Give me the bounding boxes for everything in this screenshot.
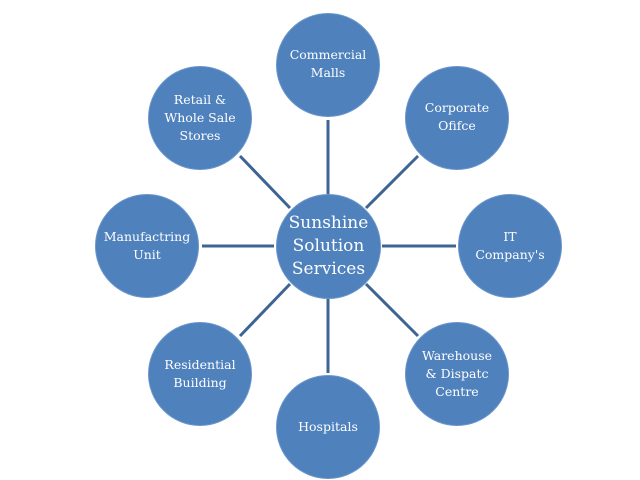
connector-warehouse [364, 282, 420, 338]
center-node-sunshine-solution-services: Sunshine Solution Services [276, 194, 381, 299]
node-warehouse-dispatch-centre: Warehouse & Dispatc Centre [405, 322, 509, 426]
node-residential-building: Residential Building [148, 322, 252, 426]
node-manufacturing-unit: Manufactring Unit [95, 194, 199, 298]
connector-retail [238, 154, 292, 210]
node-corporate-office: Corporate Ofifce [405, 66, 509, 170]
node-commercial-malls: Commercial Malls [276, 13, 380, 117]
connector-residential [238, 282, 292, 338]
node-hospitals: Hospitals [276, 375, 380, 479]
connector-corporate-office [364, 154, 420, 210]
node-retail-wholesale-stores: Retail & Whole Sale Stores [148, 66, 252, 170]
node-it-companies: IT Company's [458, 194, 562, 298]
